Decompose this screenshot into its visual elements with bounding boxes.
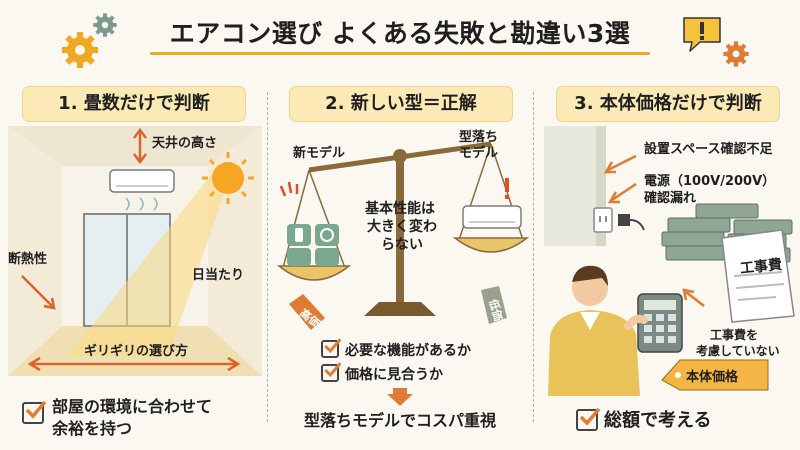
label-old-model-line1: 型落ち [459,130,499,145]
checkbox-icon [576,407,601,431]
gear-icon [62,32,98,68]
check-item: 価格に見合うか [321,362,443,384]
label-sunlight: 日当たり [192,268,245,283]
label-old-model-line2: モデル [459,146,499,161]
section-heading: 3. 本体価格だけで判断 [556,86,780,122]
conclusion-line-2: 余裕を持つ [52,419,133,438]
title-underline [150,52,650,55]
checkbox-icon [22,400,47,424]
section-heading: 1. 畳数だけで判断 [22,86,246,122]
label-performance-2: 大きく変わ [367,219,437,235]
section-room-size: 1. 畳数だけで判断 天井の高さ 断熱性 [2,76,264,446]
label-power-line1: 電源（100V/200V） [644,174,776,189]
section-heading: 2. 新しい型＝正解 [289,86,513,122]
section-unit-price: 3. 本体価格だけで判断 [536,76,798,446]
label-tight-choice: ギリギリの選び方 [84,344,189,359]
label-insulation: 断熱性 [8,252,48,267]
column-divider [267,92,268,422]
balance-scale-illustration [276,141,530,330]
section-conclusion: 部屋の環境に合わせて 余裕を持つ [22,396,292,440]
check-item-label: 必要な機能があるか [345,343,471,359]
section-conclusion: 型落ちモデルでコスパ重視 [303,411,496,430]
label-space-check: 設置スペース確認不足 [644,142,773,157]
section-conclusion: 総額で考える [576,407,800,433]
label-power-line2: 確認漏れ [644,191,697,206]
page-title: エアコン選び よくある失敗と勘違い3選 [169,19,631,48]
cost-illustration [544,126,795,396]
section-new-model: 2. 新しい型＝正解 新モデル 型落ち モデル 基本性能は 大きく変わ ら [269,76,531,446]
conclusion-label: 総額で考える [604,410,712,431]
exclamation-bubble-icon [683,17,721,52]
tag-unit-price: 本体価格 [686,370,739,385]
label-not-considered-1: 工事費を [710,328,759,342]
column-divider [533,92,534,422]
label-performance-1: 基本性能は [365,201,435,217]
label-not-considered-2: 考慮していない [696,344,780,358]
gear-icon [93,13,117,37]
checkbox-icon [321,362,342,382]
label-new-model: 新モデル [293,146,346,161]
room-illustration [8,126,262,376]
checkbox-icon [321,338,342,358]
check-item: 必要な機能があるか [321,338,471,360]
gear-icon [723,41,749,67]
label-performance-3: らない [381,237,423,253]
check-item-label: 価格に見合うか [345,367,443,383]
conclusion-line-1: 部屋の環境に合わせて [52,397,213,416]
arrow-down-icon [387,388,413,406]
label-ceiling-height: 天井の高さ [152,136,218,151]
